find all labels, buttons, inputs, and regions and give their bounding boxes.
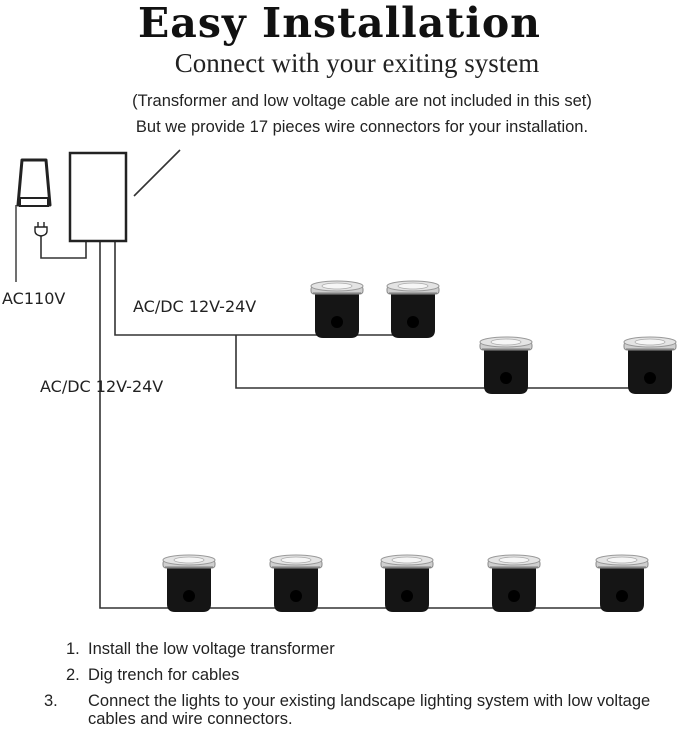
in-ground-light-icon	[162, 554, 216, 613]
page-title: Easy Installation	[138, 0, 541, 47]
ac-voltage-label: AC110V	[2, 289, 65, 308]
step-item: 3. Connect the lights to your existing la…	[44, 692, 666, 728]
step-text: Connect the lights to your existing land…	[88, 692, 651, 728]
connector-note: But we provide 17 pieces wire connectors…	[135, 118, 589, 136]
light-row-top	[310, 280, 440, 339]
light-row-middle	[479, 336, 677, 395]
step-number: 1.	[66, 640, 80, 658]
step-number: 2.	[66, 666, 80, 684]
step-item: 1. Install the low voltage transformer	[66, 640, 666, 658]
exclusion-note: (Transformer and low voltage cable are n…	[132, 92, 592, 110]
in-ground-light-icon	[623, 336, 677, 395]
step-text: Dig trench for cables	[88, 666, 240, 684]
page-subtitle: Connect with your exiting system	[174, 48, 540, 78]
in-ground-light-icon	[487, 554, 541, 613]
transformer-icon	[68, 151, 128, 243]
in-ground-light-icon	[269, 554, 323, 613]
in-ground-light-icon	[386, 280, 440, 339]
in-ground-light-icon	[479, 336, 533, 395]
in-ground-light-icon	[310, 280, 364, 339]
main-voltage-label: AC/DC 12V-24V	[40, 377, 163, 396]
step-item: 2. Dig trench for cables	[66, 666, 666, 684]
in-ground-light-icon	[595, 554, 649, 613]
plug-icon	[34, 222, 48, 237]
step-text: Install the low voltage transformer	[88, 640, 335, 658]
in-ground-light-icon	[380, 554, 434, 613]
branch-voltage-label: AC/DC 12V-24V	[133, 297, 256, 316]
step-number: 3.	[44, 692, 58, 710]
installation-steps: 1. Install the low voltage transformer 2.…	[44, 640, 666, 736]
wall-outlet-icon	[15, 158, 52, 282]
light-row-bottom	[162, 554, 649, 613]
